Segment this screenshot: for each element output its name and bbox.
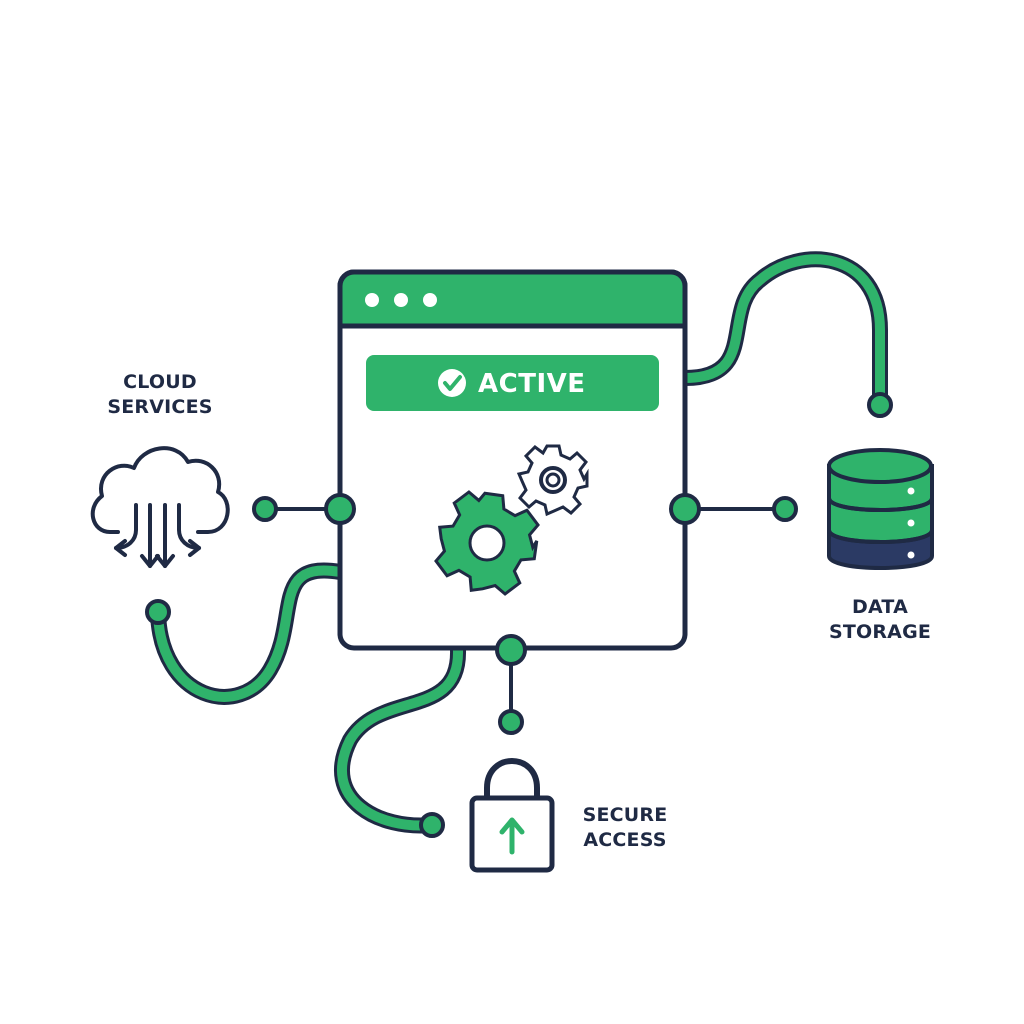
gear-icon [434,490,540,596]
secure-label-line1: SECURE [582,804,668,826]
window-dot-icon [423,293,437,307]
status-badge-label: ACTIVE [478,369,586,399]
secure-access-label: SECURE ACCESS [560,803,690,853]
gear-icon [516,444,589,517]
storage-wire [677,251,888,413]
cloud-label-line1: CLOUD [123,371,197,393]
storage-label-line1: DATA [852,596,908,618]
cloud-icon [90,446,230,568]
storage-wire-terminal [867,392,893,418]
cloud-stub-terminal [252,496,278,522]
app-window [337,269,688,651]
cloud-services-label: CLOUD SERVICES [80,370,240,420]
cloud-window-port [324,493,356,525]
secure-wire-terminal [419,812,445,838]
storage-window-port [669,493,701,525]
secure-label-line2: ACCESS [583,829,667,851]
status-badge [366,355,659,411]
check-circle-icon [438,369,466,397]
cloud-label-line2: SERVICES [107,396,213,418]
database-icon [827,448,934,570]
lock-icon [469,758,555,873]
window-dot-icon [365,293,379,307]
data-storage-label: DATA STORAGE [800,595,960,645]
window-dot-icon [394,293,408,307]
secure-wire [334,642,467,834]
storage-label-line2: STORAGE [828,621,932,643]
storage-stub-terminal [772,496,798,522]
secure-stub-terminal [498,709,524,735]
cloud-wire-terminal [145,599,171,625]
secure-window-port [495,634,527,666]
